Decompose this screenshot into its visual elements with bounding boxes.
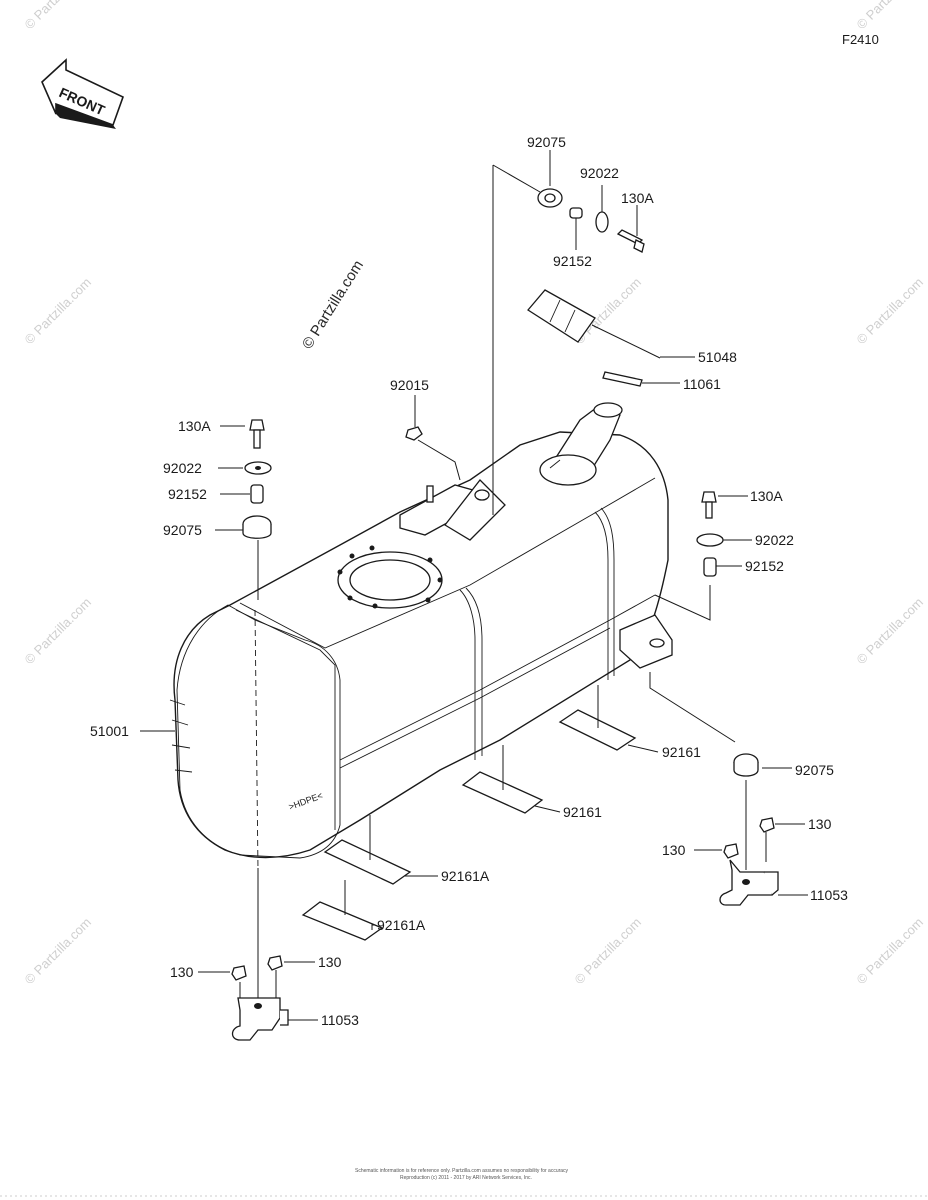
watermark-text: © Partzilla.com (22, 275, 95, 348)
right-bracket-assembly (649, 672, 808, 906)
pad-92161a-icon (323, 839, 412, 885)
figure-id: F2410 (842, 32, 879, 47)
label-11061: 11061 (683, 376, 721, 392)
label-130: 130 (808, 816, 832, 832)
bolt-130-icon (267, 955, 283, 971)
pad-51048-icon (527, 289, 661, 359)
watermark-text: © Partzilla.com (572, 915, 645, 988)
watermark-text: © Partzilla.com (854, 0, 927, 32)
top-mount-hardware (492, 150, 645, 515)
collar-92152-icon (569, 207, 583, 219)
pad-92161-icon (461, 771, 544, 814)
label-92075: 92075 (163, 522, 202, 538)
bolt-130a-icon (701, 491, 717, 503)
bolt-130a-icon (249, 419, 265, 431)
label-92161a: 92161A (441, 868, 490, 884)
watermark-main: © Partzilla.com (299, 257, 367, 352)
label-11053: 11053 (321, 1012, 359, 1028)
footer-line: Schematic information is for reference o… (355, 1168, 569, 1174)
watermark-text: © Partzilla.com (22, 595, 95, 668)
footer-line: Reproduction (c) 2011 - 2017 by ARI Netw… (400, 1175, 532, 1181)
label-130a: 130A (178, 418, 211, 434)
watermark-text: © Partzilla.com (854, 275, 927, 348)
label-92022: 92022 (580, 165, 619, 181)
label-51001: 51001 (90, 723, 129, 739)
label-92022: 92022 (163, 460, 202, 476)
label-92015: 92015 (390, 377, 429, 393)
watermark-text: © Partzilla.com (22, 915, 95, 988)
label-130a: 130A (621, 190, 654, 206)
washer-92022-icon (595, 211, 609, 233)
bolt-130-icon (759, 817, 775, 833)
pad-11061-icon (602, 371, 643, 387)
pad-92161a-icon (301, 901, 384, 941)
label-130: 130 (318, 954, 342, 970)
label-92161a: 92161A (377, 917, 426, 933)
left-mount-hardware (215, 419, 272, 600)
nut-92015-icon (405, 426, 423, 441)
right-mount-hardware (654, 491, 752, 621)
label-92022: 92022 (755, 532, 794, 548)
front-arrow-icon: FRONT (41, 58, 124, 129)
watermark-text: © Partzilla.com (854, 915, 927, 988)
bolt-130-icon (231, 965, 247, 981)
part-labels: 92075 92022 130A 92152 51048 11061 92015… (90, 134, 848, 1028)
label-92152: 92152 (745, 558, 784, 574)
label-92075: 92075 (527, 134, 566, 150)
label-92152: 92152 (168, 486, 207, 502)
label-92161: 92161 (563, 804, 602, 820)
label-92152: 92152 (553, 253, 592, 269)
label-51048: 51048 (698, 349, 737, 365)
left-bracket-assembly (198, 868, 318, 1041)
pad-92161-icon (558, 709, 637, 751)
watermark-text: © Partzilla.com (22, 0, 95, 32)
bracket-11053-icon (231, 997, 281, 1041)
collar-92152-icon (703, 557, 717, 577)
watermark-text: © Partzilla.com (854, 595, 927, 668)
washer-92022-icon (696, 533, 724, 547)
label-130: 130 (662, 842, 686, 858)
fuel-tank-51001: >HDPE< (169, 402, 673, 871)
label-130: 130 (170, 964, 194, 980)
label-92161: 92161 (662, 744, 701, 760)
bolt-130-icon (723, 843, 739, 859)
collar-92152-icon (250, 484, 264, 504)
label-92075: 92075 (795, 762, 834, 778)
label-130a: 130A (750, 488, 783, 504)
label-11053: 11053 (810, 887, 848, 903)
